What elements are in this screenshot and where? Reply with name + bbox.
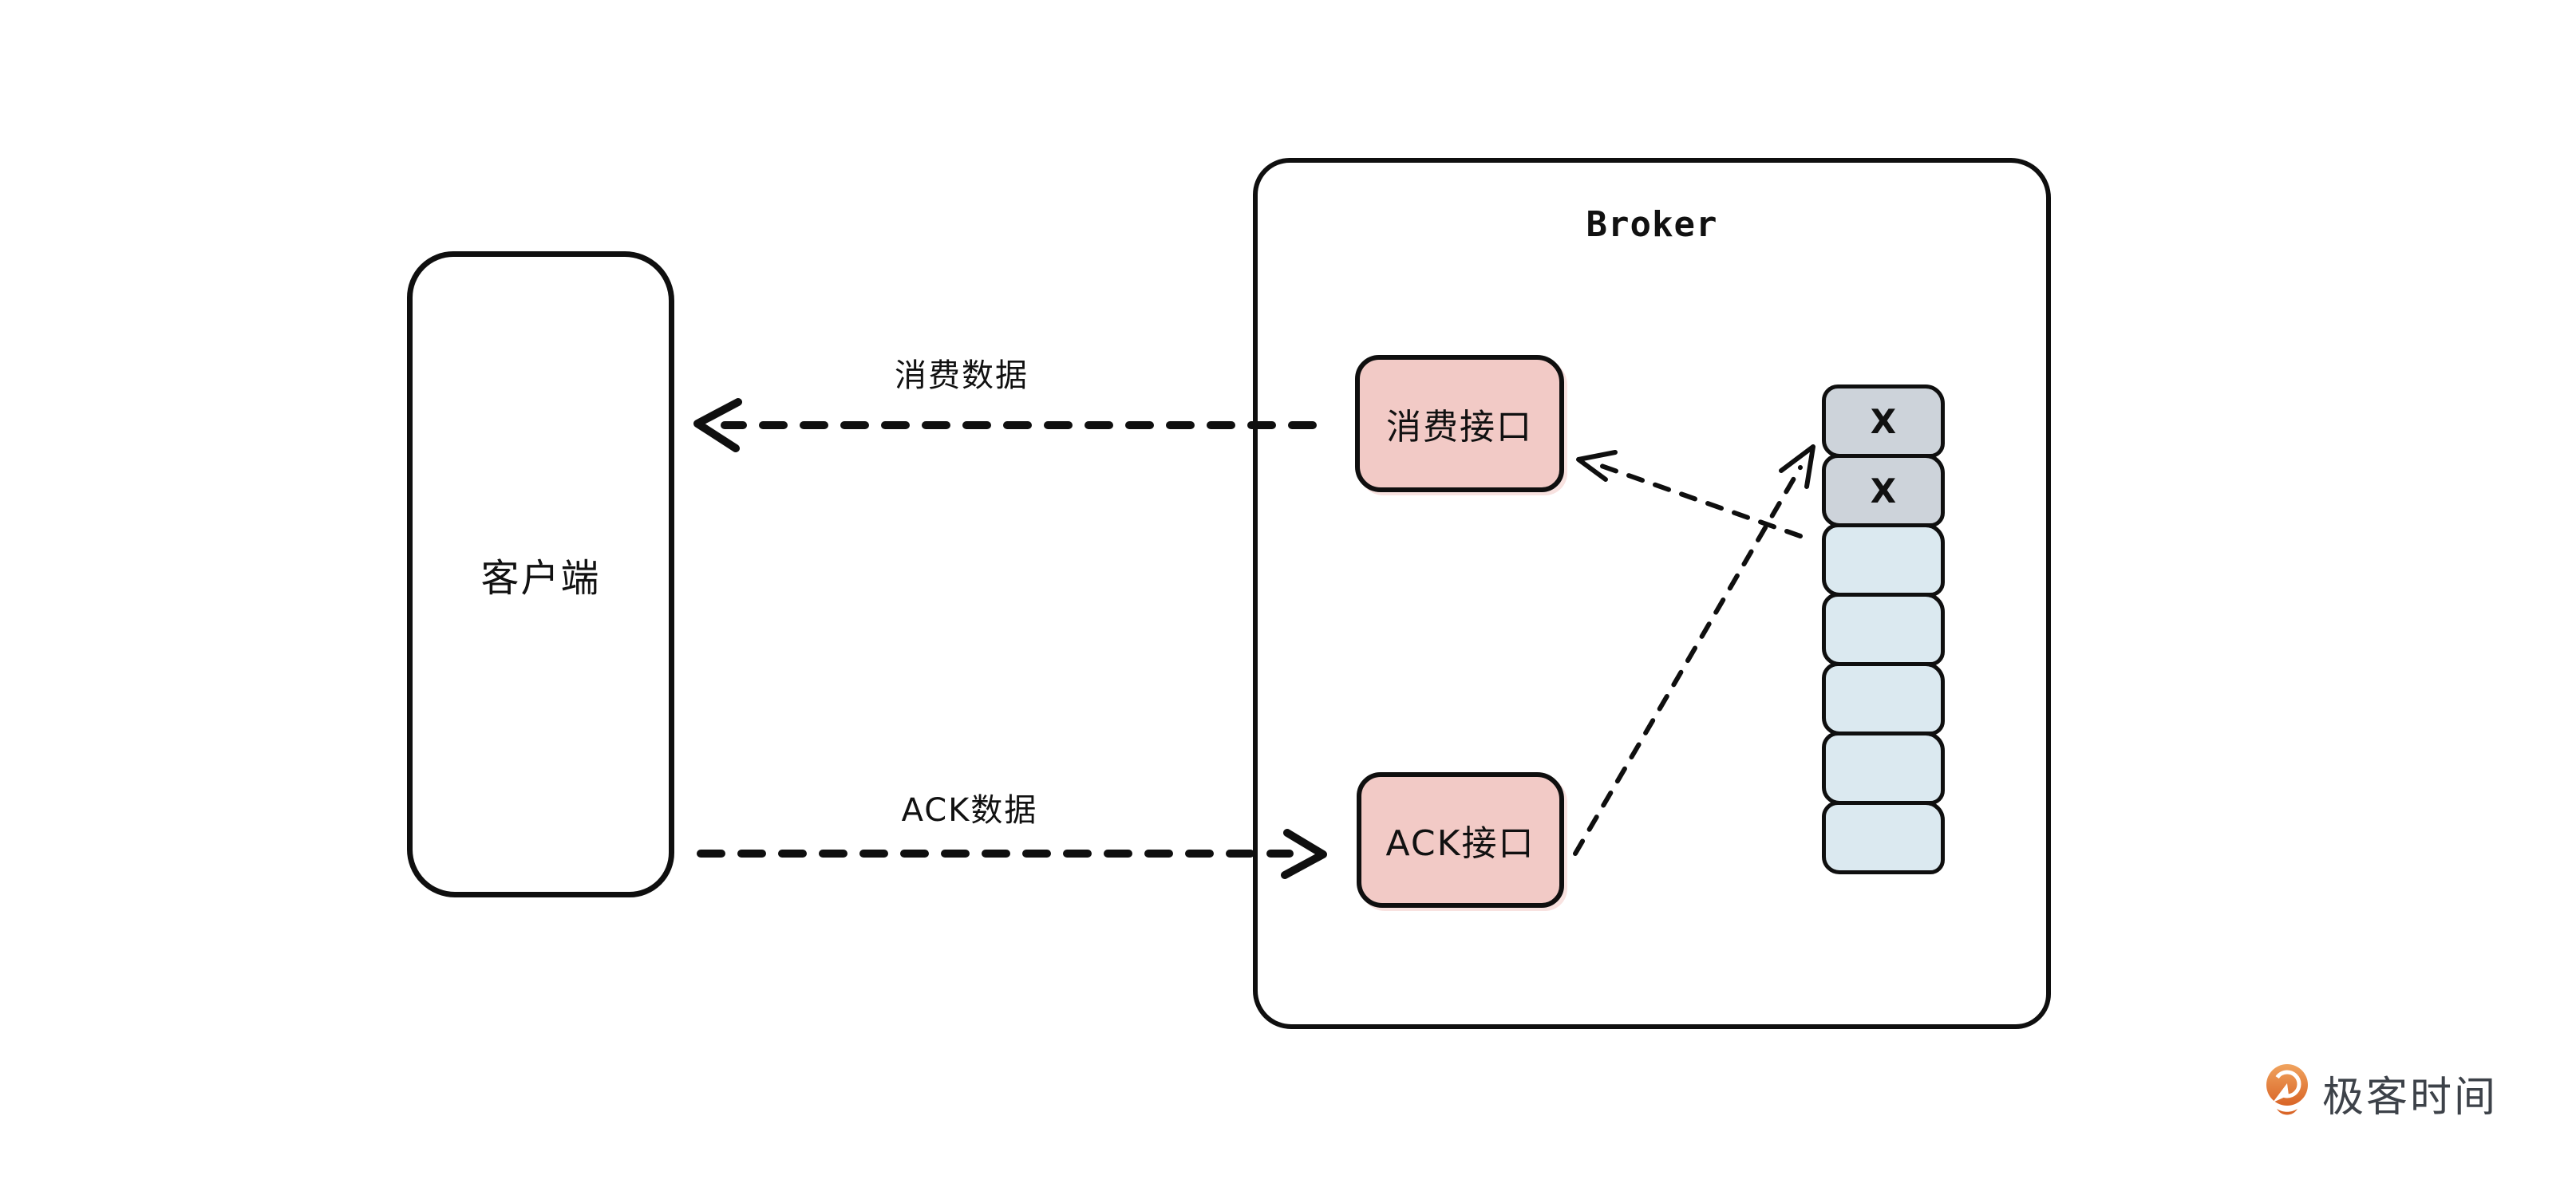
queue-cell-pending	[1822, 662, 1945, 735]
broker-title: Broker	[1586, 204, 1718, 245]
consume-interface-box: 消费接口	[1355, 355, 1564, 492]
client-box: 客户端	[407, 251, 674, 897]
client-label: 客户端	[480, 556, 601, 601]
geektime-logo-text: 极客时间	[2322, 1073, 2499, 1122]
queue-cell-consumed: X	[1822, 454, 1945, 527]
queue-cell-pending	[1822, 732, 1945, 805]
geektime-logo-icon	[2266, 1064, 2308, 1115]
ack-data-arrow	[697, 829, 1327, 879]
consume-interface-label: 消费接口	[1386, 407, 1533, 448]
queue-cell-consumed: X	[1822, 384, 1945, 458]
ack-interface-box: ACK接口	[1357, 772, 1564, 908]
consume-arrow-label: 消费数据	[895, 357, 1029, 394]
queue-cell-pending	[1822, 593, 1945, 666]
queue-cell-pending	[1822, 801, 1945, 874]
ack-interface-label: ACK接口	[1385, 823, 1535, 864]
queue-cell-pending	[1822, 523, 1945, 597]
consume-data-arrow	[693, 398, 1317, 452]
ack-arrow-label: ACK数据	[901, 792, 1038, 829]
geektime-logo: 极客时间	[2265, 1063, 2498, 1123]
